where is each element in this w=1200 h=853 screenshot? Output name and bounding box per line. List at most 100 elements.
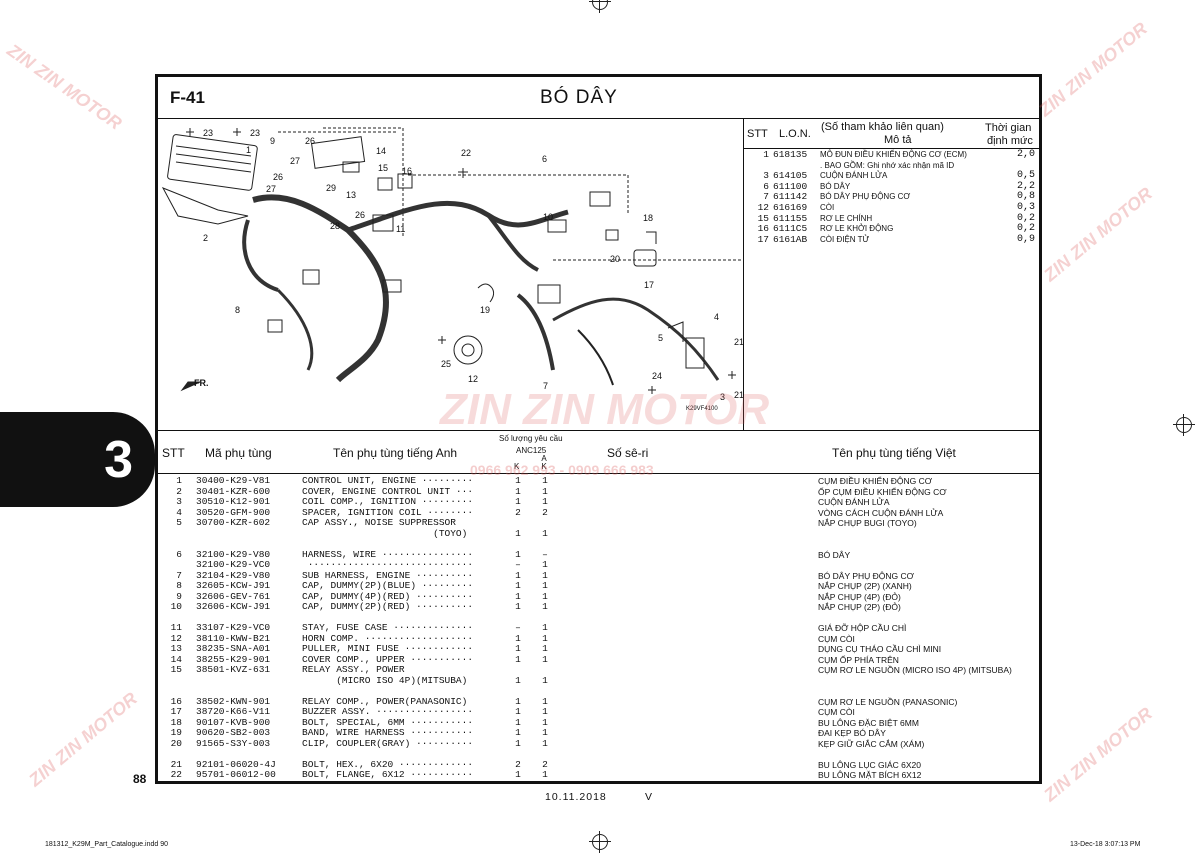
registration-mark-bottom [589, 831, 611, 853]
parts-header-qty: Số lượng yêu cầu [499, 434, 563, 443]
header-divider [155, 118, 1042, 119]
parts-header-rule [155, 473, 1042, 474]
part-name-en: (MICRO ISO 4P)(MITSUBA) [302, 674, 468, 686]
part-name-vn: ỐP CỤM ĐIỀU KHIỂN ĐỘNG CƠ [818, 486, 947, 497]
diagram-callout: 19 [480, 305, 490, 315]
lon-code: 616169 [773, 202, 808, 213]
part-name-vn: GIÁ ĐỠ HỘP CẦU CHÌ [818, 623, 907, 633]
part-qty-k: 2 [515, 758, 521, 770]
part-qty-k: 1 [515, 496, 521, 507]
part-qty-ak: 1 [542, 475, 548, 486]
part-qty-k: 1 [515, 590, 521, 602]
lon-time: 2,0 [1016, 149, 1035, 160]
part-qty-ak: 1 [542, 485, 548, 497]
part-stt: 15 [170, 664, 182, 675]
lon-code: 611155 [773, 212, 808, 224]
part-stt: 6 [176, 548, 182, 560]
lon-time: 0,3 [1016, 202, 1035, 213]
part-name-en: BOLT, SPECIAL, 6MM ··········· [302, 716, 474, 728]
diagram-callout: 5 [658, 333, 663, 343]
part-name-vn: NẮP CHỤP (4P) (ĐỎ) [818, 591, 901, 602]
diagram-callout: 21 [734, 337, 743, 347]
diagram-callout: 23 [203, 128, 213, 138]
part-stt: 21 [170, 758, 182, 770]
diagram-callout: 28 [330, 221, 340, 231]
lon-stt: 6 [763, 180, 769, 192]
diagram-code: K29VF4100 [686, 406, 718, 412]
part-name-vn: ĐAI KẸP BÓ DÂY [818, 728, 886, 738]
lon-stt: 17 [757, 233, 769, 245]
table-row: 20 91565-S3Y-003 CLIP, COUPLER(GRAY) ·····… [160, 737, 1040, 749]
lon-desc: CÒI [820, 203, 835, 212]
part-qty-k: 1 [515, 727, 521, 738]
diagram-callout: 18 [643, 213, 653, 223]
part-name-en: CLIP, COUPLER(GRAY) ·········· [302, 737, 474, 749]
part-number: 32100-K29-VC0 [196, 559, 271, 570]
watermark-center: ZIN ZIN MOTOR [440, 385, 770, 434]
table-row: 32100-K29-VC0 ··························… [160, 560, 1040, 570]
diagram-callout: 16 [402, 166, 412, 176]
part-name-vn: BU LÔNG LỤC GIÁC 6X20 [818, 759, 921, 770]
lon-code: 6161AB [773, 233, 808, 245]
part-name-en: ····························· [302, 559, 474, 570]
part-name-en: CAP, DUMMY(4P)(RED) ·········· [302, 590, 474, 602]
part-name-vn: CỤM CÒI [818, 707, 855, 717]
part-name-en: RELAY ASSY., POWER [302, 664, 405, 675]
part-stt: 4 [176, 506, 182, 518]
part-name-en: STAY, FUSE CASE ·············· [302, 622, 474, 633]
lon-desc: BÓ DÂY PHỤ ĐỘNG CƠ [820, 192, 911, 202]
diagram-callout: 11 [396, 224, 405, 234]
part-number: 91565-S3Y-003 [196, 737, 271, 749]
part-qty-ak: 1 [542, 590, 548, 602]
part-stt: 16 [170, 695, 182, 707]
part-number: 30401-KZR-600 [196, 485, 271, 497]
footer-file: 181312_K29M_Part_Catalogue.indd 90 [45, 841, 168, 848]
lon-desc: RƠ LE CHÍNH [820, 213, 873, 223]
part-qty-ak: 1 [542, 737, 548, 749]
lon-stt: 16 [757, 223, 769, 235]
part-name-en: CAP, DUMMY(2P)(BLUE) ········· [302, 580, 474, 591]
part-name-vn: BÓ DÂY PHỤ ĐỘNG CƠ [818, 570, 914, 581]
part-qty-k: 1 [515, 580, 521, 591]
part-name-vn: BÓ DÂY [818, 549, 851, 560]
part-name-vn: NẮP CHỤP BUGI (TOYO) [818, 518, 917, 528]
part-qty-ak: 1 [542, 706, 548, 717]
registration-mark-top [589, 0, 611, 13]
part-stt: 20 [170, 737, 182, 749]
lon-header-desc: Mô tả [884, 134, 912, 146]
part-qty-ak: 1 [542, 632, 548, 644]
lon-code: 618135 [773, 149, 808, 160]
diagram-callout: 26 [305, 136, 315, 146]
diagram-callout: 24 [652, 371, 662, 381]
part-number: 38235-SNA-A01 [196, 643, 271, 654]
part-name-vn: DỤNG CỤ THÁO CẦU CHÌ MINI [818, 644, 942, 654]
part-name-en: BAND, WIRE HARNESS ··········· [302, 727, 474, 738]
lon-time: 0,8 [1016, 191, 1035, 203]
part-name-en: BUZZER ASSY. ················· [302, 706, 474, 717]
diagram-callout: 2 [203, 233, 208, 243]
diagram-callout: 4 [714, 312, 719, 322]
lon-desc: BÓ DÂY [820, 181, 851, 191]
part-number: 92101-06020-4J [196, 758, 276, 770]
part-qty-k: – [515, 559, 521, 570]
part-qty-k: 1 [515, 653, 521, 665]
part-number: 38720-K66-V11 [196, 706, 271, 717]
lon-code: 611100 [773, 180, 808, 192]
part-stt: 12 [170, 632, 182, 644]
part-name-vn: BU LÔNG ĐẶC BIỆT 6MM [818, 717, 919, 728]
part-qty-k: 2 [515, 506, 521, 518]
part-qty-ak: 1 [542, 496, 548, 507]
part-qty-k: 1 [515, 632, 521, 644]
diagram-callout: 8 [235, 305, 240, 315]
